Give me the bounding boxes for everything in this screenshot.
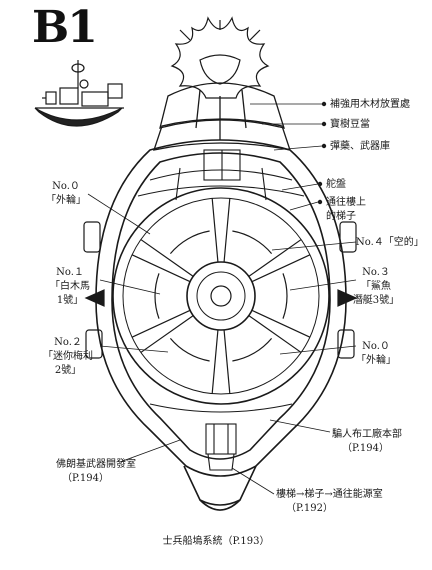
wheel-spoke-line [140, 315, 194, 353]
dock-bay-arc [282, 273, 288, 319]
wheel-spoke-line [223, 329, 231, 394]
label-no2-number: No.２ [54, 337, 82, 348]
wheel-spoke-line [251, 309, 311, 338]
label-no4: No.４「空的」 [356, 237, 424, 248]
label-usopp-factory: 騙人布工廠本部 [332, 429, 402, 440]
label-storage: 補強用木材放置處 [330, 99, 410, 110]
figure-caption: 士兵船塢系統（P.193） [162, 536, 270, 547]
label-stairs: 樓梯→梯子→通往能源室 [276, 489, 383, 500]
label-no0-right-number: No.０ [362, 341, 390, 352]
dock-bay-arc [154, 273, 160, 319]
page-label: B1 [32, 2, 98, 53]
dock-bay-arc [232, 337, 273, 362]
label-treasure: 寶樹豆當 [330, 119, 370, 130]
lion-figurehead [170, 16, 270, 99]
label-stairs-page: （P.192） [286, 503, 333, 514]
upper-rooms [137, 149, 305, 201]
label-franky-weapons-page: （P.194） [62, 473, 109, 484]
wheel-spokes [131, 198, 311, 394]
dock-wheel [112, 187, 330, 405]
side-fittings [83, 221, 358, 359]
label-no3-suffix: 潛艇3號」 [352, 295, 400, 306]
label-ladder-up-line2: 的梯子 [326, 211, 356, 222]
wheel-spoke-line [211, 198, 219, 263]
marker-dots [317, 101, 327, 205]
label-no1-suffix: 1號」 [56, 295, 84, 306]
label-ammo: 彈藥、武器庫 [330, 141, 390, 152]
lower-deck [149, 403, 293, 471]
label-ladder-up-line1: 通往樓上 [326, 197, 366, 208]
label-no1-name: 「白木馬 [50, 281, 90, 292]
label-no3-number: No.３ [362, 267, 390, 278]
label-no3-name: 「鯊魚 [361, 281, 391, 292]
dock-bay-arc [232, 230, 273, 255]
wheel-spoke-line [251, 254, 311, 283]
label-usopp-factory-page: （P.194） [342, 443, 389, 454]
dock-bay-arc [169, 337, 210, 362]
dock-bay-arc [169, 230, 210, 255]
label-no0-right-name: 「外輪」 [356, 355, 396, 366]
label-no1-number: No.１ [56, 267, 84, 278]
label-no0-left-name: 「外輪」 [46, 195, 86, 206]
wheel-spoke-line [211, 329, 219, 394]
label-no2-suffix: 2號」 [54, 365, 82, 376]
wheel-spoke-line [248, 315, 302, 353]
leader-lines [87, 103, 357, 495]
wheel-spoke-line [140, 239, 194, 277]
wheel-spoke-line [131, 254, 191, 283]
label-no0-left-number: No.０ [52, 181, 80, 192]
wheel-spoke-line [248, 239, 302, 277]
label-franky-weapons: 佛朗基武器開發室 [56, 459, 136, 470]
wheel-spoke-line [131, 309, 191, 338]
mini-ship-thumbnail [34, 60, 124, 127]
wheel-spoke-line [223, 198, 231, 263]
label-no2-name: 「迷你梅利 [43, 351, 93, 362]
label-helm: 舵盤 [326, 179, 346, 190]
